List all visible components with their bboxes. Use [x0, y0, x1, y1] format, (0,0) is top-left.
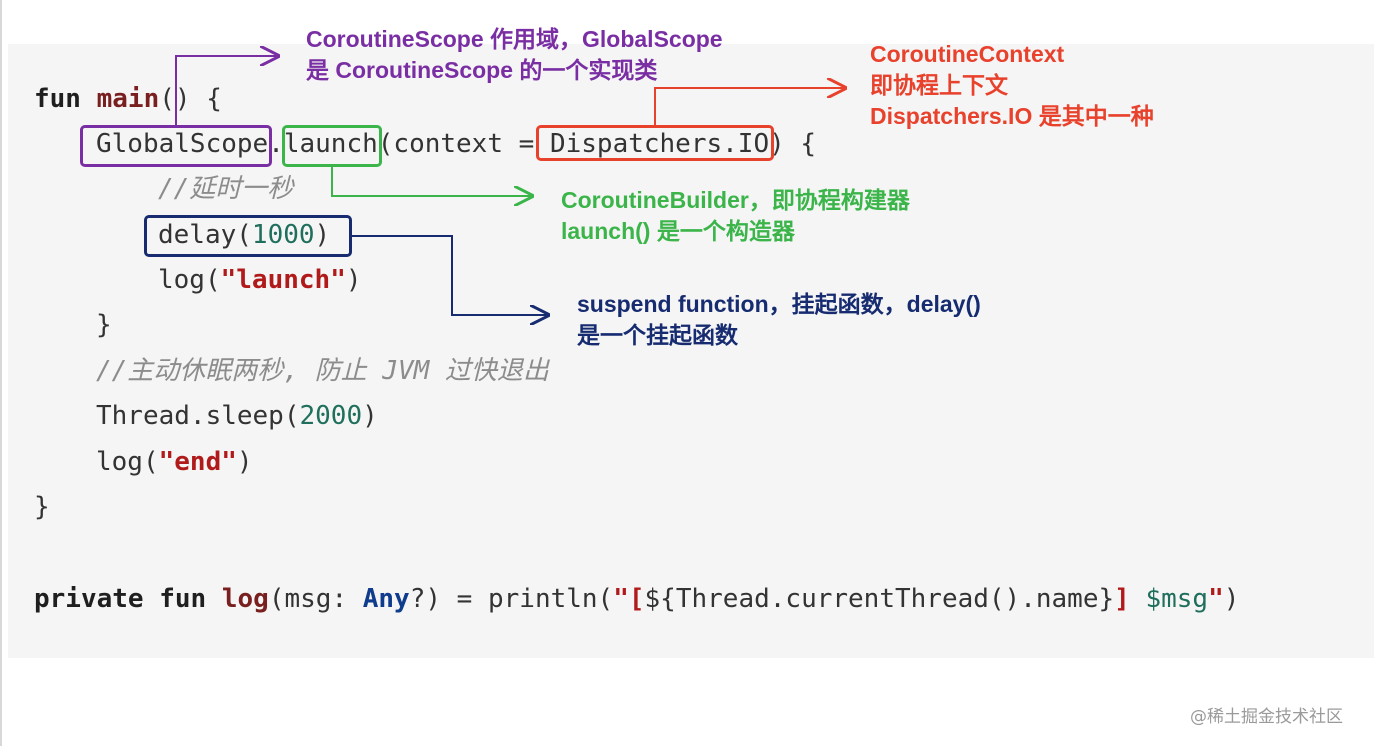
sleep-number: 2000	[299, 401, 363, 431]
launch-token: launch	[283, 129, 378, 159]
log-call-end: log(	[96, 447, 159, 477]
watermark: @稀土掘金技术社区	[1190, 707, 1343, 727]
suspend-annotation: suspend function，挂起函数，delay() 是一个挂起函数	[577, 289, 981, 351]
msg-var: $msg	[1145, 584, 1209, 614]
comment-delay: //延时一秒	[158, 174, 294, 204]
context-annotation-line3: Dispatchers.IO 是其中一种	[870, 103, 1154, 129]
log-params: (msg:	[268, 584, 363, 614]
delay-call: delay(	[158, 220, 252, 250]
code-line-log-end: log("end")	[96, 447, 253, 477]
launch-close: ) {	[769, 129, 817, 159]
code-line-log-launch: log("launch")	[158, 265, 362, 295]
brace-close-main: }	[34, 492, 50, 522]
type-any: Any	[362, 584, 410, 614]
sleep-close: )	[362, 401, 378, 431]
log-call: log(	[158, 265, 221, 295]
sleep-call: Thread.sleep(	[96, 401, 300, 431]
function-name-main: main	[96, 84, 160, 114]
suspend-annotation-line1: suspend function，挂起函数，delay()	[577, 291, 981, 317]
code-line-delay: delay(1000)	[158, 220, 330, 250]
string-open: "[	[613, 584, 645, 614]
code-line-sleep: Thread.sleep(2000)	[96, 401, 378, 431]
context-annotation-line1: CoroutineContext	[870, 41, 1065, 67]
brace-close-inner: }	[96, 310, 112, 340]
context-annotation: CoroutineContext 即协程上下文 Dispatchers.IO 是…	[870, 39, 1154, 132]
builder-annotation-line2: launch() 是一个构造器	[561, 218, 795, 244]
delay-close: )	[314, 220, 331, 250]
globalscope-token: GlobalScope	[96, 129, 269, 159]
string-launch: "launch"	[220, 265, 346, 295]
builder-highlight-box	[282, 125, 382, 167]
println-close: )	[1223, 584, 1240, 614]
keyword-fun: fun	[34, 84, 81, 114]
code-line-main: fun main() {	[34, 84, 222, 114]
context-highlight-box	[536, 125, 774, 161]
keyword-fun-2: fun	[159, 584, 207, 614]
context-param: (context =	[377, 129, 550, 159]
log-end-close: )	[236, 447, 253, 477]
suspend-annotation-line2: 是一个挂起函数	[577, 322, 738, 348]
builder-annotation-line1: CoroutineBuilder，即协程构建器	[561, 187, 910, 213]
dot-token: .	[268, 129, 284, 159]
scope-annotation: CoroutineScope 作用域，GlobalScope 是 Corouti…	[306, 24, 723, 86]
delay-number: 1000	[251, 220, 315, 250]
main-params: () {	[159, 84, 222, 114]
code-line-log-def: private fun log(msg: Any?) = println("[$…	[34, 584, 1239, 614]
println-call: ?) = println(	[409, 584, 614, 614]
string-close: "	[1208, 584, 1224, 614]
dispatcher-token: Dispatchers.IO	[549, 129, 770, 159]
keyword-private: private	[34, 584, 144, 614]
log-close: )	[345, 265, 362, 295]
scope-highlight-box	[80, 125, 272, 167]
thread-interp: ${Thread.currentThread().name}	[644, 584, 1115, 614]
code-block: fun main() { GlobalScope.launch(context …	[8, 44, 1374, 658]
scope-annotation-line1: CoroutineScope 作用域，GlobalScope	[306, 26, 723, 52]
left-divider	[0, 0, 2, 746]
string-end: "end"	[158, 447, 237, 477]
comment-sleep: //主动休眠两秒, 防止 JVM 过快退出	[96, 356, 549, 386]
suspend-highlight-box	[144, 215, 352, 257]
code-line-launch: GlobalScope.launch(context = Dispatchers…	[96, 129, 816, 159]
function-name-log: log	[221, 584, 269, 614]
builder-annotation: CoroutineBuilder，即协程构建器 launch() 是一个构造器	[561, 185, 910, 247]
scope-annotation-line2: 是 CoroutineScope 的一个实现类	[306, 57, 658, 83]
context-annotation-line2: 即协程上下文	[870, 72, 1008, 98]
string-mid: ]	[1114, 584, 1146, 614]
